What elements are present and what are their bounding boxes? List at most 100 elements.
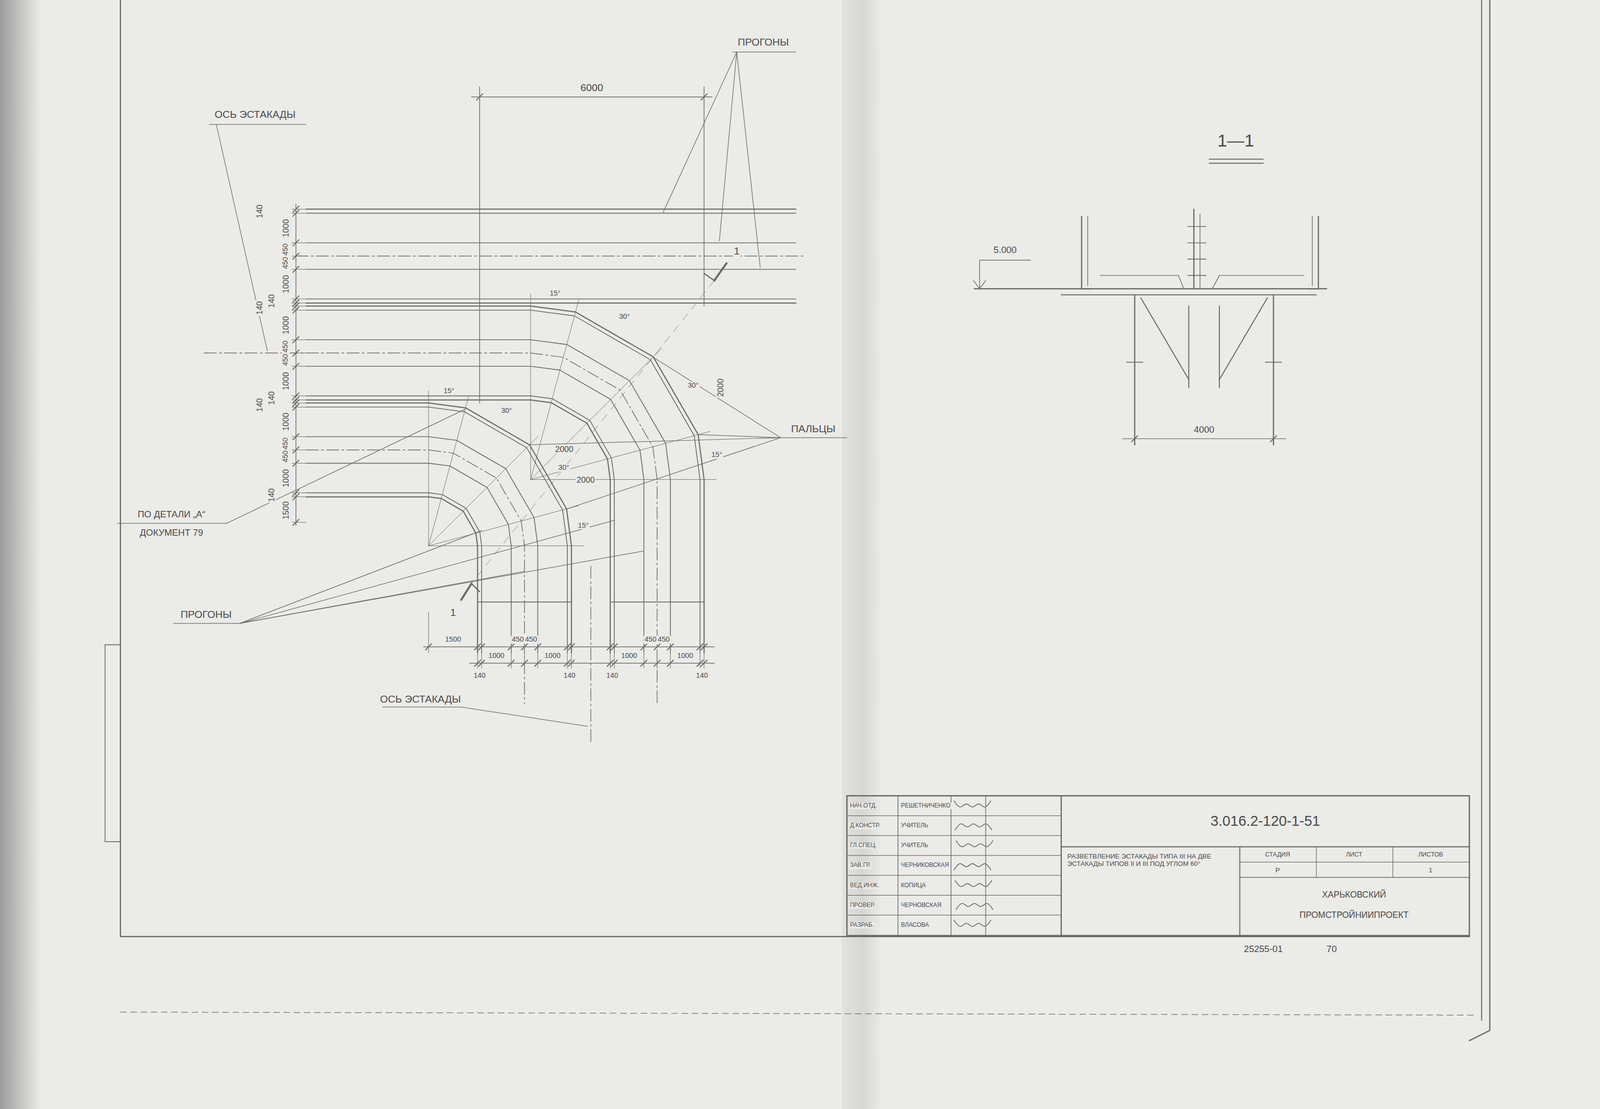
- title-grid: [1239, 876, 1470, 878]
- dimension-tick: [534, 643, 541, 650]
- signature: [955, 903, 993, 910]
- extension-line: [292, 402, 307, 403]
- dimension-label: 450: [281, 339, 290, 354]
- note-label: ВЛАСОВА: [900, 921, 931, 929]
- title-grid: [1239, 861, 1470, 863]
- extension-line: [609, 652, 611, 669]
- leader-line: [216, 124, 268, 351]
- leader-line: [239, 520, 614, 624]
- note-label: ЛИСТОВ: [1417, 851, 1445, 859]
- upright-tick: [1187, 226, 1206, 228]
- dimension-label: 1000: [281, 467, 291, 489]
- dimension-label: 4000: [1193, 424, 1216, 435]
- sheet-frame: [1469, 0, 1490, 1041]
- dimension-line: [295, 203, 297, 526]
- dimension-label: 30°: [500, 406, 513, 415]
- dimension-tick: [293, 266, 300, 273]
- title-grid: [1315, 846, 1317, 878]
- extension-line: [510, 652, 512, 669]
- construction-line: [428, 505, 579, 546]
- dimension-tick: [640, 643, 647, 650]
- extension-line: [670, 652, 671, 669]
- dimension-tick: [293, 306, 300, 313]
- upright-tick: [1187, 275, 1206, 277]
- dimension-label: 140: [254, 397, 264, 413]
- extension-line: [524, 652, 525, 669]
- sheet-mark: [104, 644, 121, 646]
- dimension-label: 6000: [579, 82, 605, 94]
- dimension-label: 1: [1427, 866, 1434, 875]
- leader-line: [663, 51, 737, 213]
- section-mark: [703, 273, 715, 281]
- dimension-label: 1500: [444, 635, 462, 644]
- dimension-tick: [293, 519, 300, 526]
- sheet-frame: [1481, 0, 1483, 1021]
- dimension-label: 30°: [618, 312, 632, 321]
- brace-line: [1188, 305, 1190, 388]
- leader-line: [117, 523, 227, 524]
- construction-line: [530, 348, 662, 480]
- title-block: [847, 795, 1470, 936]
- extension-line: [292, 269, 307, 270]
- dimension-tick: [667, 643, 674, 650]
- leader-line: [226, 408, 466, 524]
- signature: [955, 840, 993, 847]
- dimension-label: 450: [643, 635, 658, 644]
- note-label: НАЧ.ОТД.: [849, 802, 879, 809]
- purlin-line: [305, 339, 671, 653]
- dimension-label: 140: [254, 203, 264, 219]
- note-label: УЧИТЕЛЬ: [900, 822, 930, 829]
- dimension-tick: [667, 659, 674, 666]
- dimension-tick: [611, 643, 618, 650]
- extension-line: [477, 652, 478, 669]
- dimension-tick: [700, 643, 707, 650]
- extension-line: [656, 652, 658, 669]
- leader-line: [173, 622, 240, 624]
- construction-line: [530, 431, 710, 480]
- dimension-tick: [293, 397, 300, 403]
- channel-upright: [1087, 216, 1089, 286]
- post-line: [1272, 295, 1274, 446]
- title-grid: [950, 795, 951, 936]
- title-grid: [847, 854, 1062, 856]
- brace-line: [1219, 298, 1268, 380]
- dimension-label: 450: [281, 255, 290, 270]
- dimension-tick: [293, 239, 300, 246]
- dimension-label: 15°: [548, 289, 562, 298]
- post-tick: [1265, 361, 1282, 363]
- cross-beam: [479, 86, 480, 403]
- purlin-line: [305, 212, 796, 214]
- dimension-label: 25255-01: [1243, 944, 1284, 954]
- deck-line: [974, 288, 1327, 290]
- dimension-label: 1000: [281, 314, 291, 336]
- note-label: Д.КОНСТР.: [849, 822, 882, 829]
- scan-edge: [0, 0, 41, 1109]
- extension-line: [292, 492, 307, 494]
- level-line: [979, 259, 1031, 261]
- leader-line: [732, 51, 797, 52]
- dimension-label: 1000: [281, 371, 291, 392]
- dimension-label: 3.016.2-120-1-51: [1209, 813, 1321, 830]
- dimension-tick: [293, 252, 300, 259]
- extension-line: [292, 496, 307, 498]
- note-label: СТАДИЯ: [1263, 851, 1292, 859]
- note-label: ПРОВЕР.: [849, 901, 877, 909]
- dimension-label: 450: [281, 242, 290, 257]
- dimension-tick: [478, 643, 485, 650]
- dimension-tick: [507, 659, 514, 666]
- dimension-label: 2000: [715, 377, 725, 399]
- dimension-tick: [293, 336, 300, 343]
- dimension-tick: [293, 300, 300, 306]
- note-label: ЛИСТ: [1345, 851, 1364, 859]
- note-label: УЧИТЕЛЬ: [900, 842, 930, 850]
- sheet-mark: [104, 841, 121, 843]
- dimension-label: 140: [266, 293, 276, 309]
- drawing: [104, 0, 1490, 1041]
- dimension-tick: [476, 94, 483, 100]
- dimension-label: 1: [732, 245, 741, 257]
- dimension-label: 140: [254, 300, 264, 316]
- channel-upright: [1310, 216, 1319, 289]
- construction-line: [530, 479, 717, 480]
